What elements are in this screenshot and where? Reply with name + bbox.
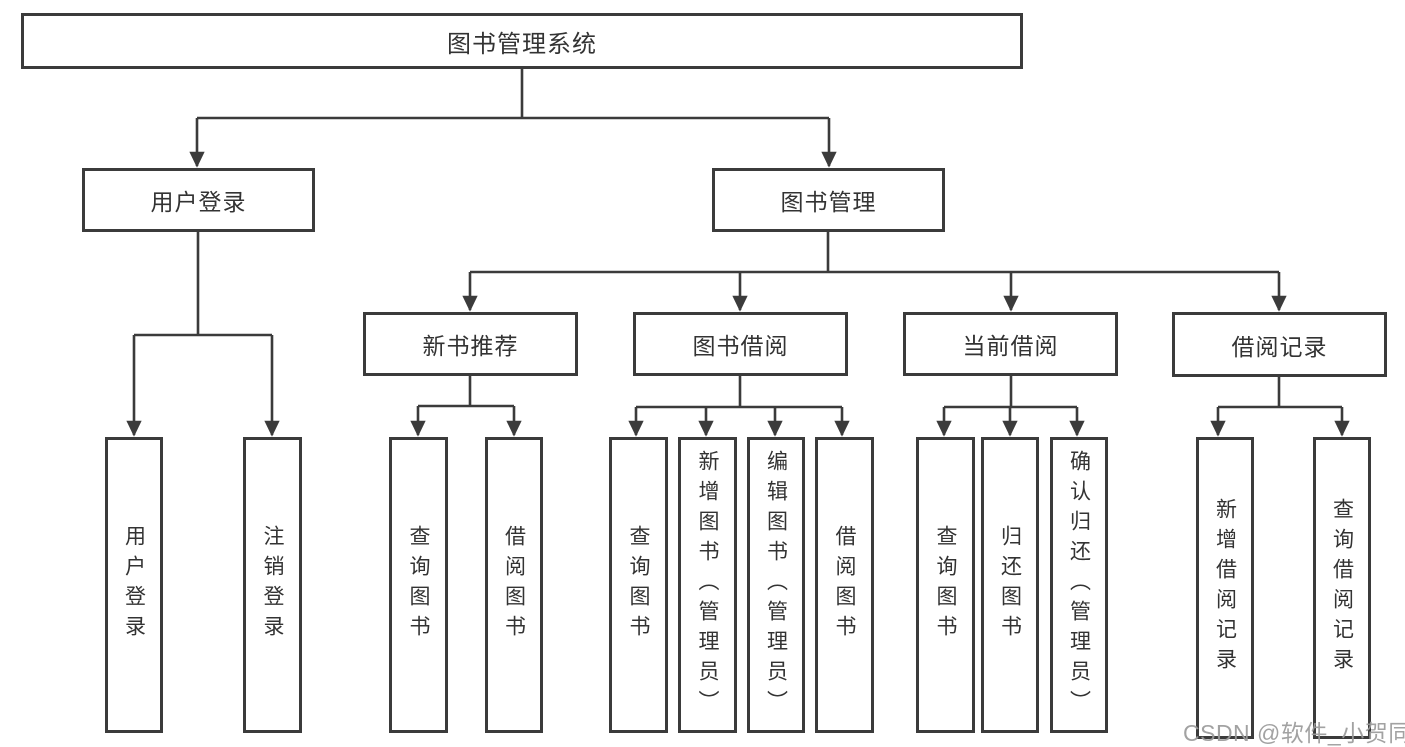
node-label: 图书管理: [780, 189, 877, 215]
leaf-bb-add-book-admin: 新增图书（管理员）: [678, 437, 737, 733]
leaf-label: 新增借阅记录: [1213, 498, 1237, 678]
node-label: 当前借阅: [962, 333, 1059, 359]
leaf-label: 借阅图书: [502, 525, 526, 645]
leaf-label: 查询图书: [407, 525, 430, 645]
leaf-nbr-borrow-books: 借阅图书: [485, 437, 543, 733]
watermark: CSDN @软件_小贺同学: [1183, 720, 1405, 746]
leaf-label: 借阅图书: [833, 525, 856, 645]
node-root-system: 图书管理系统: [21, 13, 1023, 69]
leaf-label: 用户登录: [122, 525, 146, 645]
leaf-br-query-record: 查询借阅记录: [1313, 437, 1371, 739]
node-book-borrowing: 图书借阅: [633, 312, 848, 376]
node-user-login: 用户登录: [82, 168, 315, 232]
leaf-user-login: 用户登录: [105, 437, 163, 733]
node-label: 图书借阅: [692, 333, 789, 359]
leaf-bb-edit-book-admin: 编辑图书（管理员）: [747, 437, 805, 733]
node-new-book-recommend: 新书推荐: [363, 312, 578, 376]
node-label: 图书管理系统: [447, 30, 597, 58]
leaf-nbr-query-books: 查询图书: [389, 437, 448, 733]
node-label: 新书推荐: [422, 333, 519, 359]
leaf-label: 确认归还（管理员）: [1067, 450, 1091, 720]
leaf-label: 查询图书: [627, 525, 650, 645]
leaf-br-add-record: 新增借阅记录: [1196, 437, 1254, 739]
leaf-label: 查询图书: [934, 525, 957, 645]
node-current-borrowing: 当前借阅: [903, 312, 1118, 376]
leaf-cb-return-books: 归还图书: [981, 437, 1039, 733]
leaf-cb-query-books: 查询图书: [916, 437, 975, 733]
leaf-label: 查询借阅记录: [1330, 498, 1354, 678]
node-label: 用户登录: [150, 189, 247, 215]
leaf-bb-borrow-books: 借阅图书: [815, 437, 874, 733]
leaf-label: 归还图书: [998, 525, 1022, 645]
node-book-management: 图书管理: [712, 168, 945, 232]
node-borrowing-records: 借阅记录: [1172, 312, 1387, 377]
leaf-logout: 注销登录: [243, 437, 302, 733]
leaf-label: 编辑图书（管理员）: [764, 450, 788, 720]
leaf-cb-confirm-return-admin: 确认归还（管理员）: [1050, 437, 1108, 733]
leaf-label: 新增图书（管理员）: [696, 450, 719, 720]
leaf-bb-query-books: 查询图书: [609, 437, 668, 733]
leaf-label: 注销登录: [261, 525, 284, 645]
node-label: 借阅记录: [1231, 333, 1328, 360]
